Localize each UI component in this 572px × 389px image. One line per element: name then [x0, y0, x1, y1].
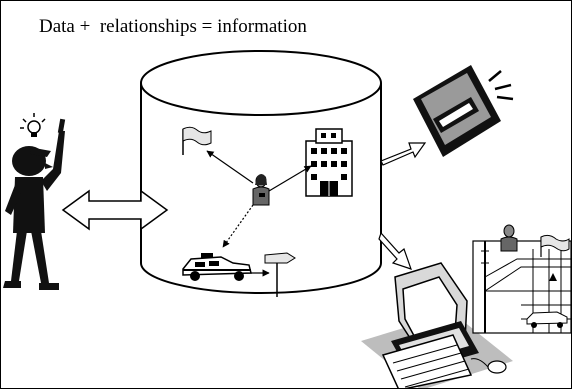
lightbulb-icon: [20, 113, 46, 137]
flag-icon: [182, 126, 212, 155]
office-building-icon: [305, 128, 353, 197]
diagram-title: Data + relationships = information: [39, 16, 307, 37]
arrow-icon: [380, 142, 427, 166]
arrow-icon: [378, 231, 412, 270]
person-icon: [252, 174, 270, 206]
double-arrow-icon: [61, 189, 169, 231]
map-diagram-icon: [472, 224, 571, 334]
laptop-icon: [413, 65, 514, 157]
taxi-icon: [182, 253, 252, 281]
thinking-person-icon: [3, 118, 66, 290]
signpost-icon: [264, 252, 296, 297]
